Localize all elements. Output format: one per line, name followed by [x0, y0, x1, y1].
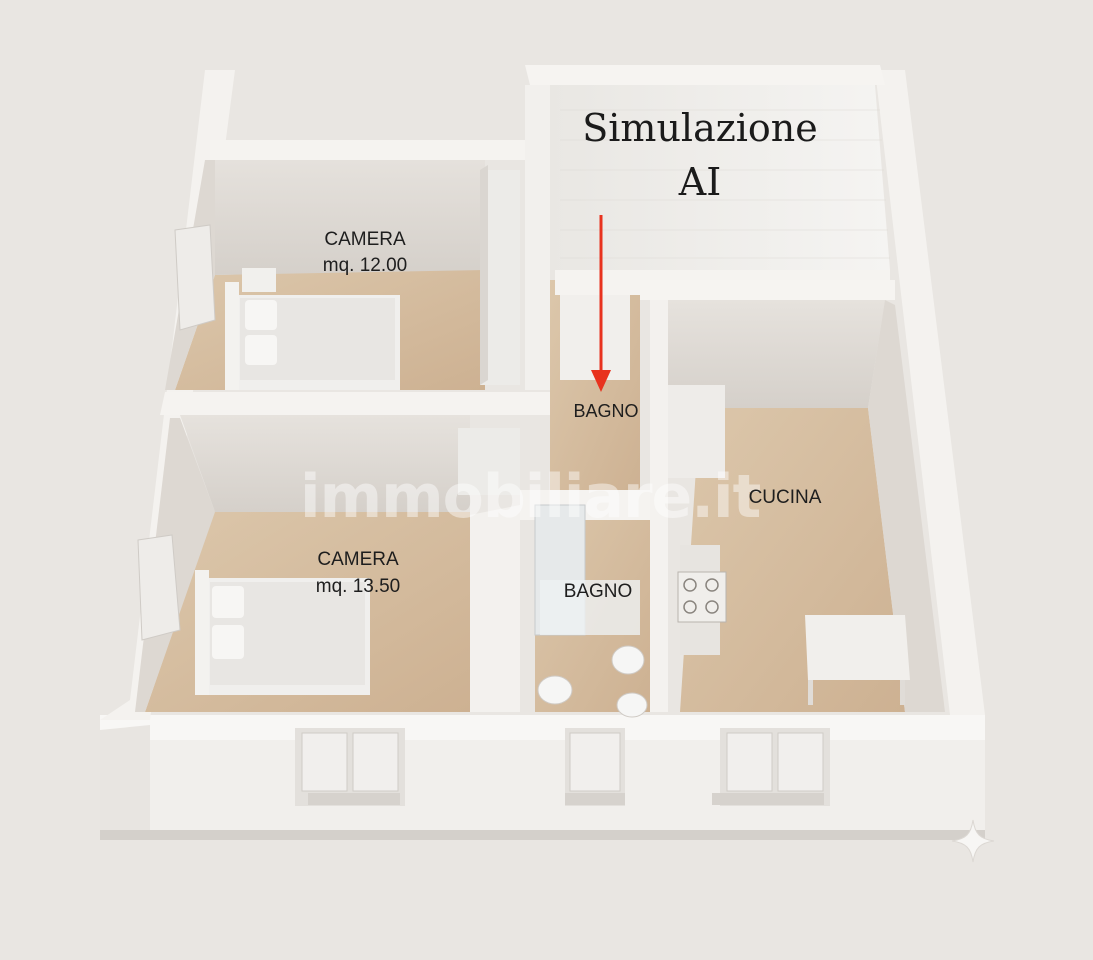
bed-top-mattress: [240, 298, 395, 380]
room-camera-top-area: mq. 12.00: [322, 255, 408, 276]
window-bagno: [565, 728, 625, 806]
overlay-title-line2: AI: [678, 160, 722, 204]
sink: [537, 675, 573, 705]
room-bagno-upper-name: BAGNO: [573, 401, 639, 421]
bed-top-pillow-1: [245, 300, 277, 330]
wall-camera-bagno: [470, 505, 520, 712]
kitchen-table-leg-2: [900, 680, 905, 705]
bed-top-headboard: [225, 282, 239, 390]
wall-left-face: [100, 725, 150, 830]
toilet: [611, 645, 645, 675]
window-left-bottom: [137, 534, 181, 641]
corridor-panel: [560, 295, 630, 380]
cucina-door-panel: [668, 385, 725, 478]
arrow-head: [591, 370, 611, 392]
bed-bottom-headboard: [195, 570, 209, 695]
wall-right-outer: [875, 70, 985, 715]
watermark-text: immobiliare.it: [300, 462, 761, 532]
wall-back-top: [525, 65, 885, 85]
bed-bottom-mattress: [210, 582, 365, 685]
room-camera-top-name: CAMERA: [324, 229, 406, 250]
stove-burners: [683, 578, 719, 614]
wardrobe-top: [480, 170, 520, 385]
room-cucina-backwall: [668, 300, 885, 408]
shower-glass: [540, 580, 640, 635]
facade-front: [100, 735, 985, 830]
sparkle-icon: [951, 819, 995, 863]
room-camera-bottom-name: CAMERA: [317, 549, 399, 570]
window-left-top: [174, 224, 216, 331]
stove: [677, 571, 727, 623]
stair-steps: [560, 109, 890, 259]
wardrobe-top-side: [480, 165, 488, 385]
window-camera-bottom: [295, 728, 405, 806]
kitchen-table-leg-1: [808, 680, 813, 705]
wardrobe-bottom: [458, 428, 520, 495]
room-camera-bottom-backwall: [180, 415, 470, 512]
wall-cucina-cap: [640, 280, 895, 300]
bagno-divider: [650, 440, 668, 712]
window-cucina: [712, 728, 830, 806]
stair-area: [550, 85, 890, 270]
room-bagno-lower-name: BAGNO: [563, 581, 633, 602]
overlay-title-line1: Simulazione: [582, 106, 818, 150]
corridor-left-wall: [525, 85, 550, 390]
kitchen-table: [805, 615, 910, 680]
room-cucina-name: CUCINA: [748, 487, 822, 508]
room-camera-bottom-area: mq. 13.50: [315, 576, 401, 597]
bed-bottom-pillow-1: [212, 586, 244, 618]
room-camera-top-backwall: [215, 155, 485, 275]
nightstand-top: [242, 268, 276, 292]
wall-camera-top-header: [210, 140, 525, 160]
wall-divider-cameras: [160, 392, 550, 415]
facade-front-top: [100, 715, 985, 740]
room-cucina-rightwall: [868, 300, 945, 712]
bidet: [616, 692, 648, 718]
bed-bottom-pillow-2: [212, 625, 244, 659]
bed-top-pillow-2: [245, 335, 277, 365]
